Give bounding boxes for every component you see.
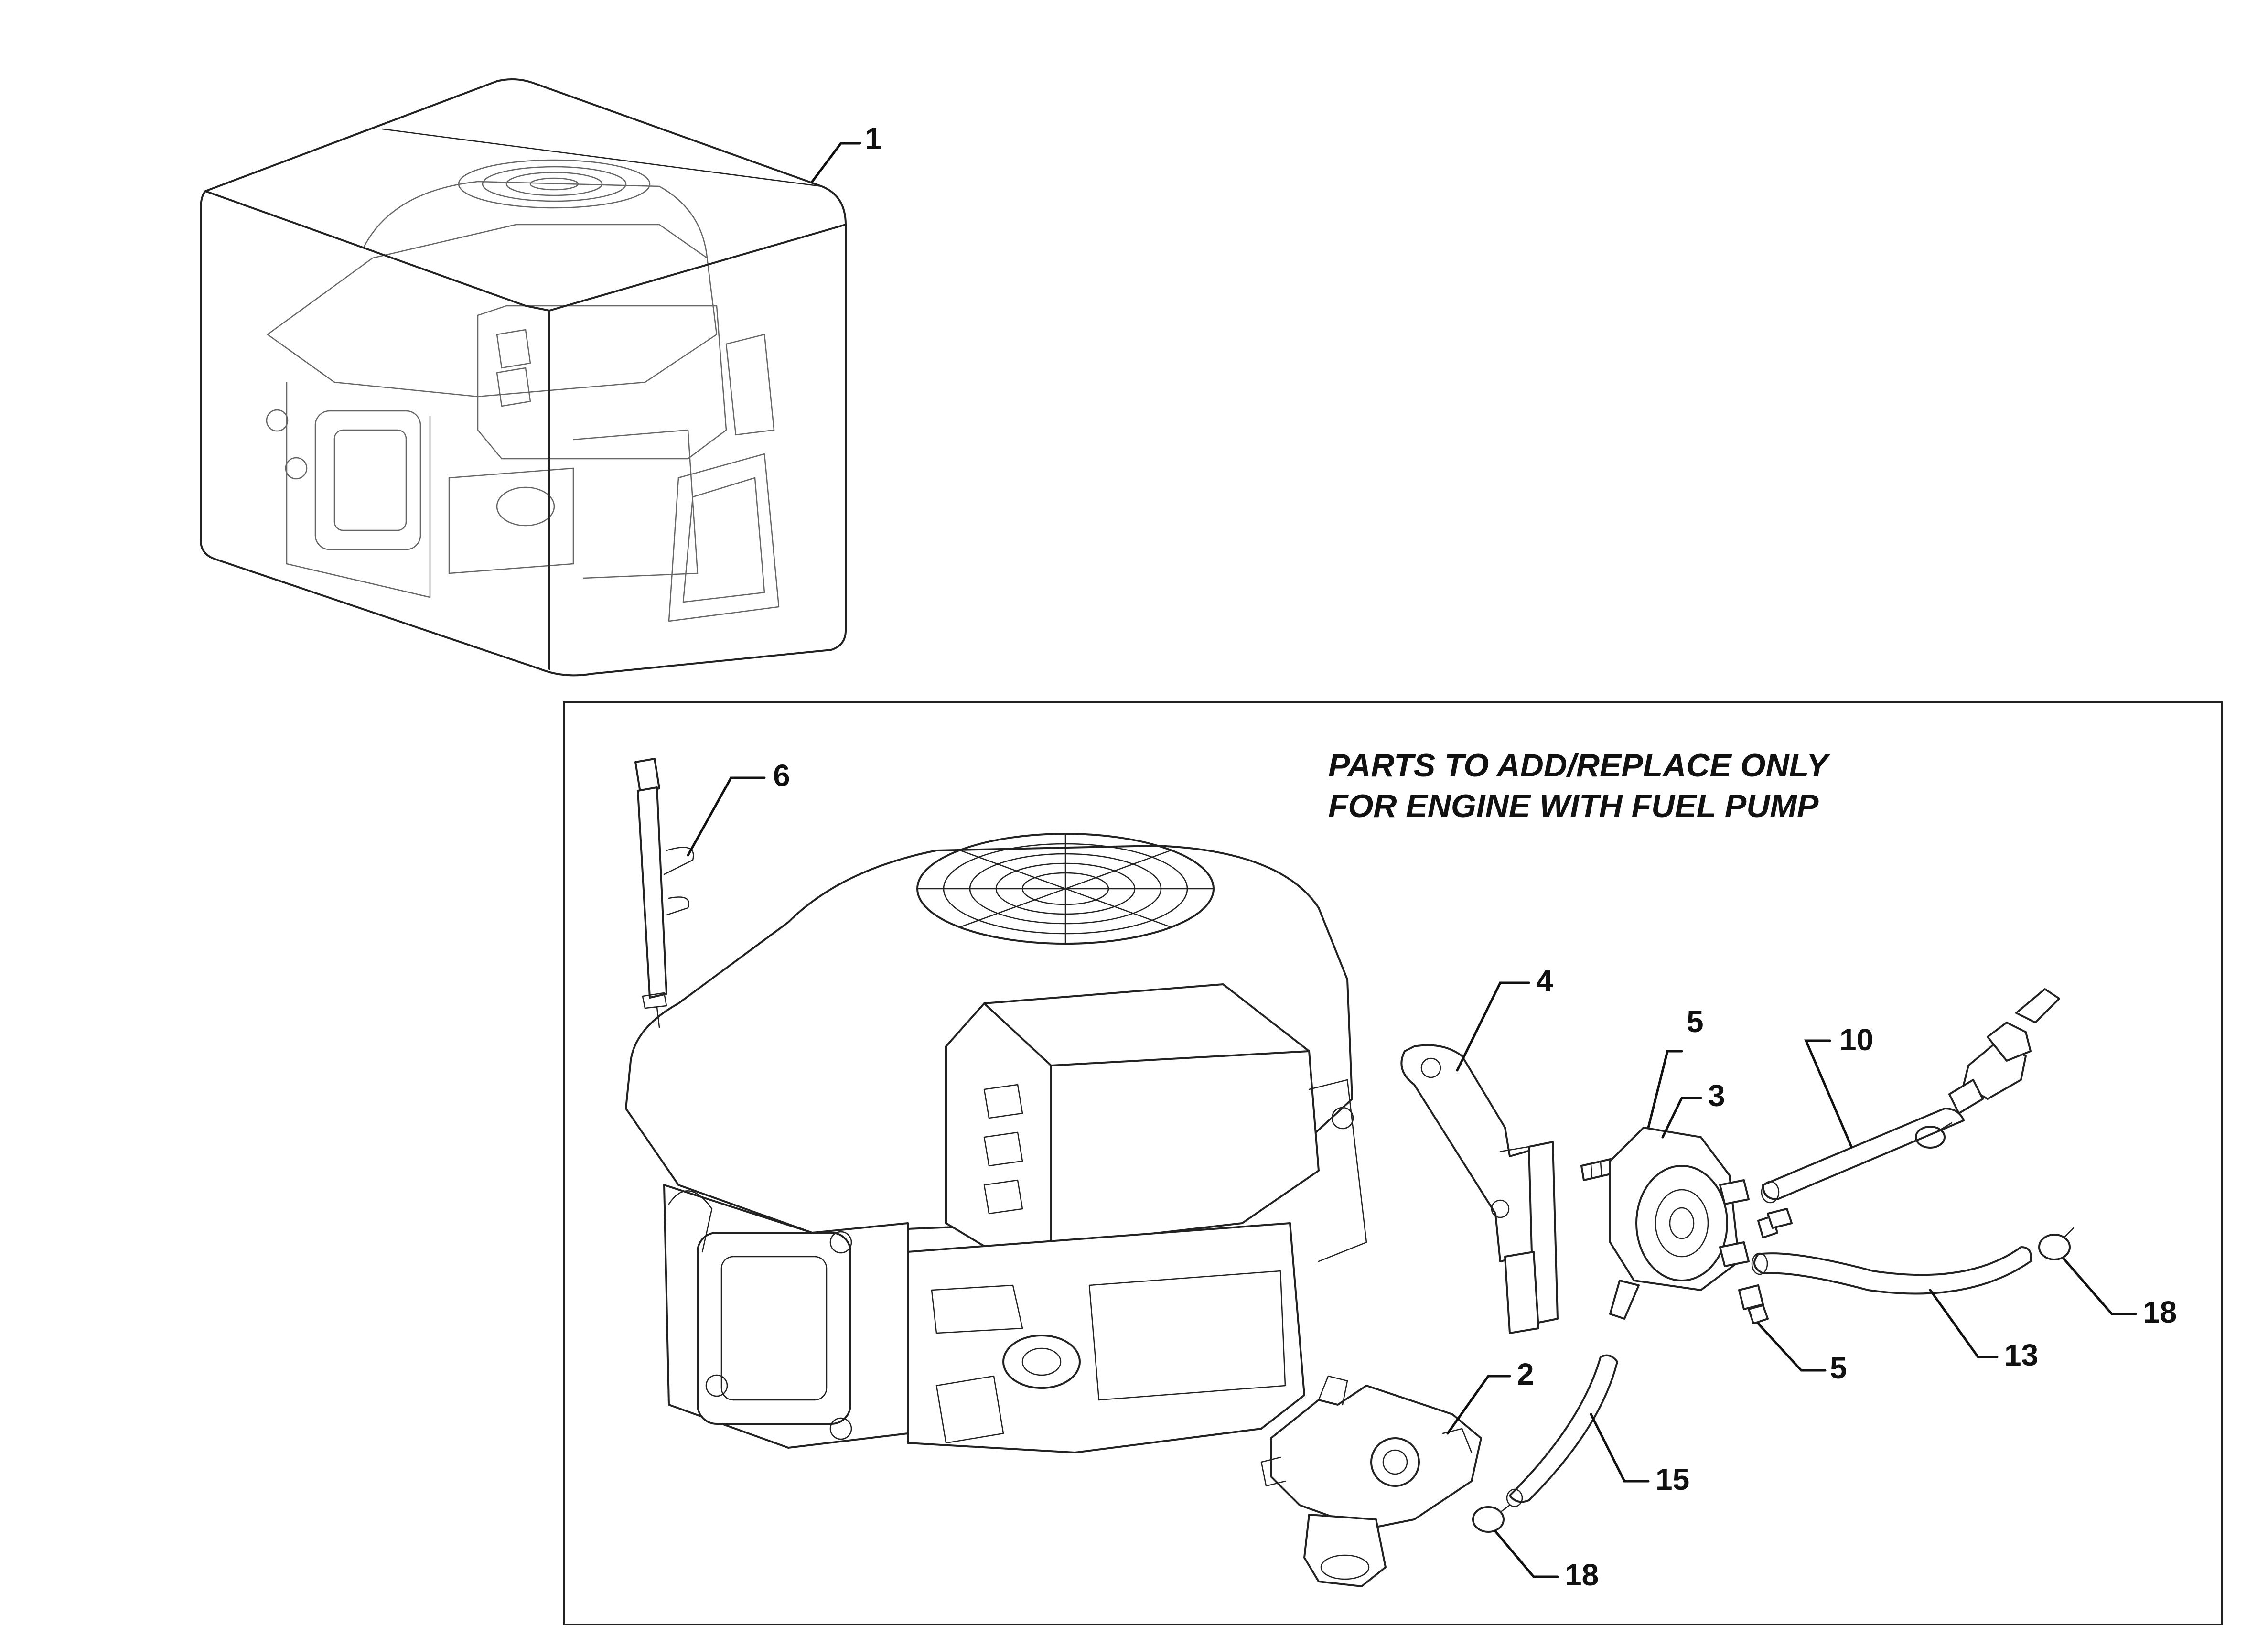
part-3-fuel-pump [1609, 1127, 1750, 1320]
callout-13-label: 13 [2004, 1338, 2038, 1372]
callout-18-right-label: 18 [2143, 1295, 2177, 1329]
part-4-bracket [1400, 1044, 1559, 1334]
note-line-2: FOR ENGINE WITH FUEL PUMP [1328, 788, 1819, 824]
callout-2-label: 2 [1517, 1357, 1534, 1391]
note-line-1: PARTS TO ADD/REPLACE ONLY [1328, 747, 1831, 784]
callout-1-label: 1 [865, 121, 882, 156]
callout-1: 1 [811, 121, 882, 183]
callout-10-label: 10 [1839, 1022, 1873, 1057]
fuel-filter [1948, 988, 2060, 1114]
callout-5-upper: 5 [1642, 1004, 1704, 1148]
callout-4: 4 [1456, 964, 1553, 1072]
part-6-dipstick-tube [634, 758, 694, 1028]
callout-3: 3 [1661, 1078, 1725, 1139]
callout-6-label: 6 [773, 758, 790, 793]
callout-5-upper-label: 5 [1687, 1004, 1704, 1039]
hose-clamp-upper [1915, 1122, 1953, 1149]
part-10-fuel-hose [1761, 1108, 1965, 1204]
callout-18-bottom: 18 [1494, 1530, 1599, 1592]
engine-drawing [625, 833, 1367, 1453]
fuel-pump-note: PARTS TO ADD/REPLACE ONLY FOR ENGINE WIT… [1328, 747, 1831, 824]
callout-18-right: 18 [2063, 1258, 2177, 1329]
callout-13: 13 [1929, 1289, 2038, 1372]
callout-5-lower: 5 [1757, 1322, 1847, 1385]
part-15-fuel-hose [1506, 1354, 1618, 1507]
part-18-hose-clamp-bottom [1472, 1504, 1511, 1533]
callout-2: 2 [1446, 1357, 1534, 1435]
callout-3-label: 3 [1708, 1078, 1725, 1113]
part-2-carburetor [1260, 1375, 1482, 1587]
callout-15: 15 [1590, 1413, 1689, 1496]
part-5-screw-lower [1738, 1284, 1769, 1324]
callout-15-label: 15 [1655, 1462, 1689, 1496]
callout-18-bottom-label: 18 [1565, 1558, 1599, 1592]
engine-assembly-box [200, 78, 847, 677]
pump-screw-right [1757, 1208, 1793, 1238]
callout-5-lower-label: 5 [1830, 1351, 1847, 1385]
part-18-hose-clamp-right [2038, 1227, 2075, 1260]
part-13-fuel-hose [1751, 1246, 2032, 1295]
callout-10: 10 [1804, 1022, 1873, 1148]
callout-4-label: 4 [1536, 964, 1553, 998]
engine-assembly-drawing [266, 159, 780, 622]
replacement-parts-frame [563, 701, 2223, 1625]
callout-6: 6 [687, 758, 790, 857]
